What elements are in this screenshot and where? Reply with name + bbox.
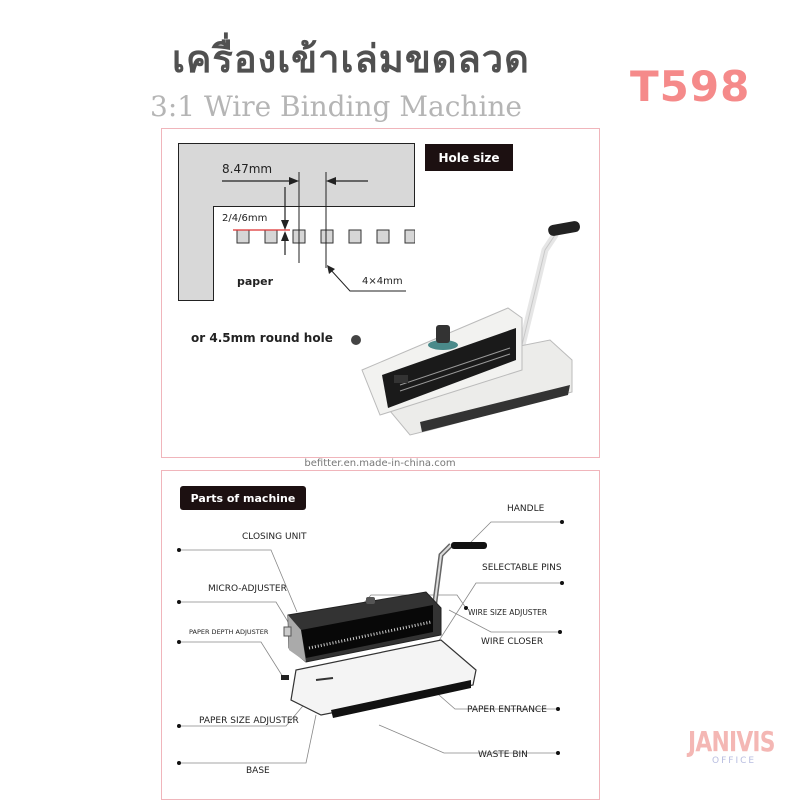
paper-label: paper — [237, 275, 274, 288]
label-paper-depth-adjuster: PAPER DEPTH ADJUSTER — [189, 628, 269, 636]
margin-label: 2/4/6mm — [222, 213, 268, 224]
parts-badge: Parts of machine — [180, 486, 306, 510]
parts-diagram — [177, 520, 564, 765]
label-waste-bin: WASTE BIN — [478, 750, 528, 760]
source-caption: befitter.en.made-in-china.com — [304, 458, 456, 469]
label-paper-size-adjuster: PAPER SIZE ADJUSTER — [199, 716, 299, 726]
label-paper-entrance: PAPER ENTRANCE — [467, 705, 547, 715]
label-base: BASE — [246, 766, 270, 776]
title-english: 3:1 Wire Binding Machine — [150, 90, 522, 123]
label-selectable-pins: SELECTABLE PINS — [482, 563, 562, 573]
label-handle: HANDLE — [507, 504, 545, 514]
label-wire-size-adjuster: WIRE SIZE ADJUSTER — [468, 608, 548, 617]
label-closing-unit: CLOSING UNIT — [242, 532, 307, 542]
title-thai: เครื่องเข้าเล่มขดลวด — [172, 37, 530, 81]
brand-logo: JANIVIS — [688, 725, 776, 758]
machine-photo — [351, 221, 581, 436]
brand-subtitle: OFFICE — [712, 756, 757, 766]
label-micro-adjuster: MICRO-ADJUSTER — [208, 584, 287, 594]
label-wire-closer: WIRE CLOSER — [481, 637, 544, 647]
hole-size-badge: Hole size — [425, 144, 513, 171]
paper-sheet — [213, 206, 415, 301]
hole-size-value: 4×4mm — [362, 276, 403, 287]
pitch-label: 8.47mm — [222, 162, 273, 176]
model-number: T598 — [630, 62, 751, 111]
round-hole-note: or 4.5mm round hole — [191, 331, 333, 345]
hole-dimension-lines — [222, 172, 415, 292]
